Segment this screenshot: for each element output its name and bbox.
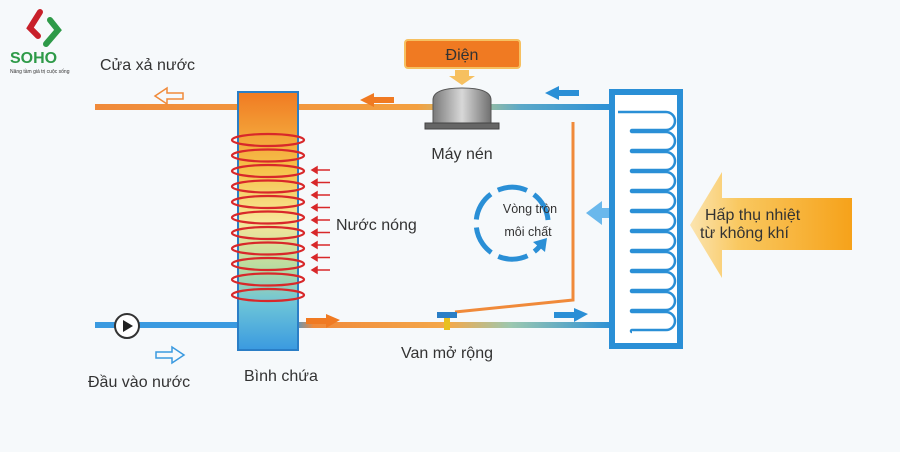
coil-loop [230, 194, 306, 210]
coil-loop [230, 163, 306, 179]
cycle-label-line1: Vòng tròn [503, 202, 557, 216]
hot-arrow-icon [310, 215, 330, 225]
compressor-icon [432, 87, 492, 125]
flow-arrow-left-icon [545, 86, 579, 100]
water-outlet-label: Cửa xả nước [100, 57, 195, 74]
absorb-heat-line1: Hấp thụ nhiệt [705, 207, 801, 224]
hot-arrow-icon [310, 190, 330, 200]
electricity-label: Điện [446, 47, 479, 64]
power-arrow-icon [449, 70, 475, 85]
soho-logo: SOHO Nâng tầm giá trị cuộc sống [10, 9, 70, 75]
logo-tagline: Nâng tầm giá trị cuộc sống [10, 69, 70, 75]
inlet-arrow-icon [155, 345, 186, 365]
coil-loop [230, 241, 306, 256]
heat-input-arrow-icon [690, 172, 852, 278]
refrigerant-line [454, 122, 575, 314]
electricity-box [404, 39, 521, 69]
outlet-arrow-icon [153, 86, 184, 106]
water-inlet-label: Đầu vào nước [88, 374, 190, 391]
compressor-label: Máy nén [431, 146, 492, 163]
coil-loop [230, 179, 306, 194]
hot-arrow-icon [310, 178, 330, 187]
cycle-label-line2: môi chất [504, 225, 552, 239]
logo-brand-text: SOHO [10, 50, 57, 67]
hot-arrow-icon [310, 265, 330, 275]
tank-label: Bình chứa [244, 368, 318, 385]
hot-outlet-pipe [95, 104, 615, 110]
coil-loop [230, 225, 306, 241]
coil-loop [230, 148, 306, 163]
expansion-valve-icon [437, 312, 457, 330]
heat-absorb-arrow-icon [586, 201, 610, 225]
hot-arrow-icon [310, 165, 330, 175]
heating-coil [230, 132, 306, 303]
coil-loop [230, 256, 306, 272]
flow-arrow-right-icon [306, 314, 340, 328]
return-pipe [95, 322, 615, 328]
evaporator-coil [609, 89, 683, 349]
flow-arrow-left-icon [360, 93, 394, 107]
hot-arrow-icon [310, 228, 330, 237]
hot-arrow-icon [310, 203, 330, 212]
hot-arrow-icon [310, 240, 330, 250]
absorb-heat-line2: từ không khí [700, 225, 790, 242]
cycle-arrow-icon [473, 184, 551, 262]
storage-tank [237, 91, 299, 351]
hot-water-arrows [310, 165, 330, 275]
coil-loop [230, 132, 306, 148]
coil-loop [230, 210, 306, 225]
coil-loop [230, 272, 306, 287]
flow-arrow-right-icon [554, 308, 588, 322]
hot-water-label: Nước nóng [336, 217, 417, 234]
valve-label: Van mở rộng [401, 345, 493, 362]
hot-arrow-icon [310, 253, 330, 262]
coil-loop [230, 287, 306, 303]
